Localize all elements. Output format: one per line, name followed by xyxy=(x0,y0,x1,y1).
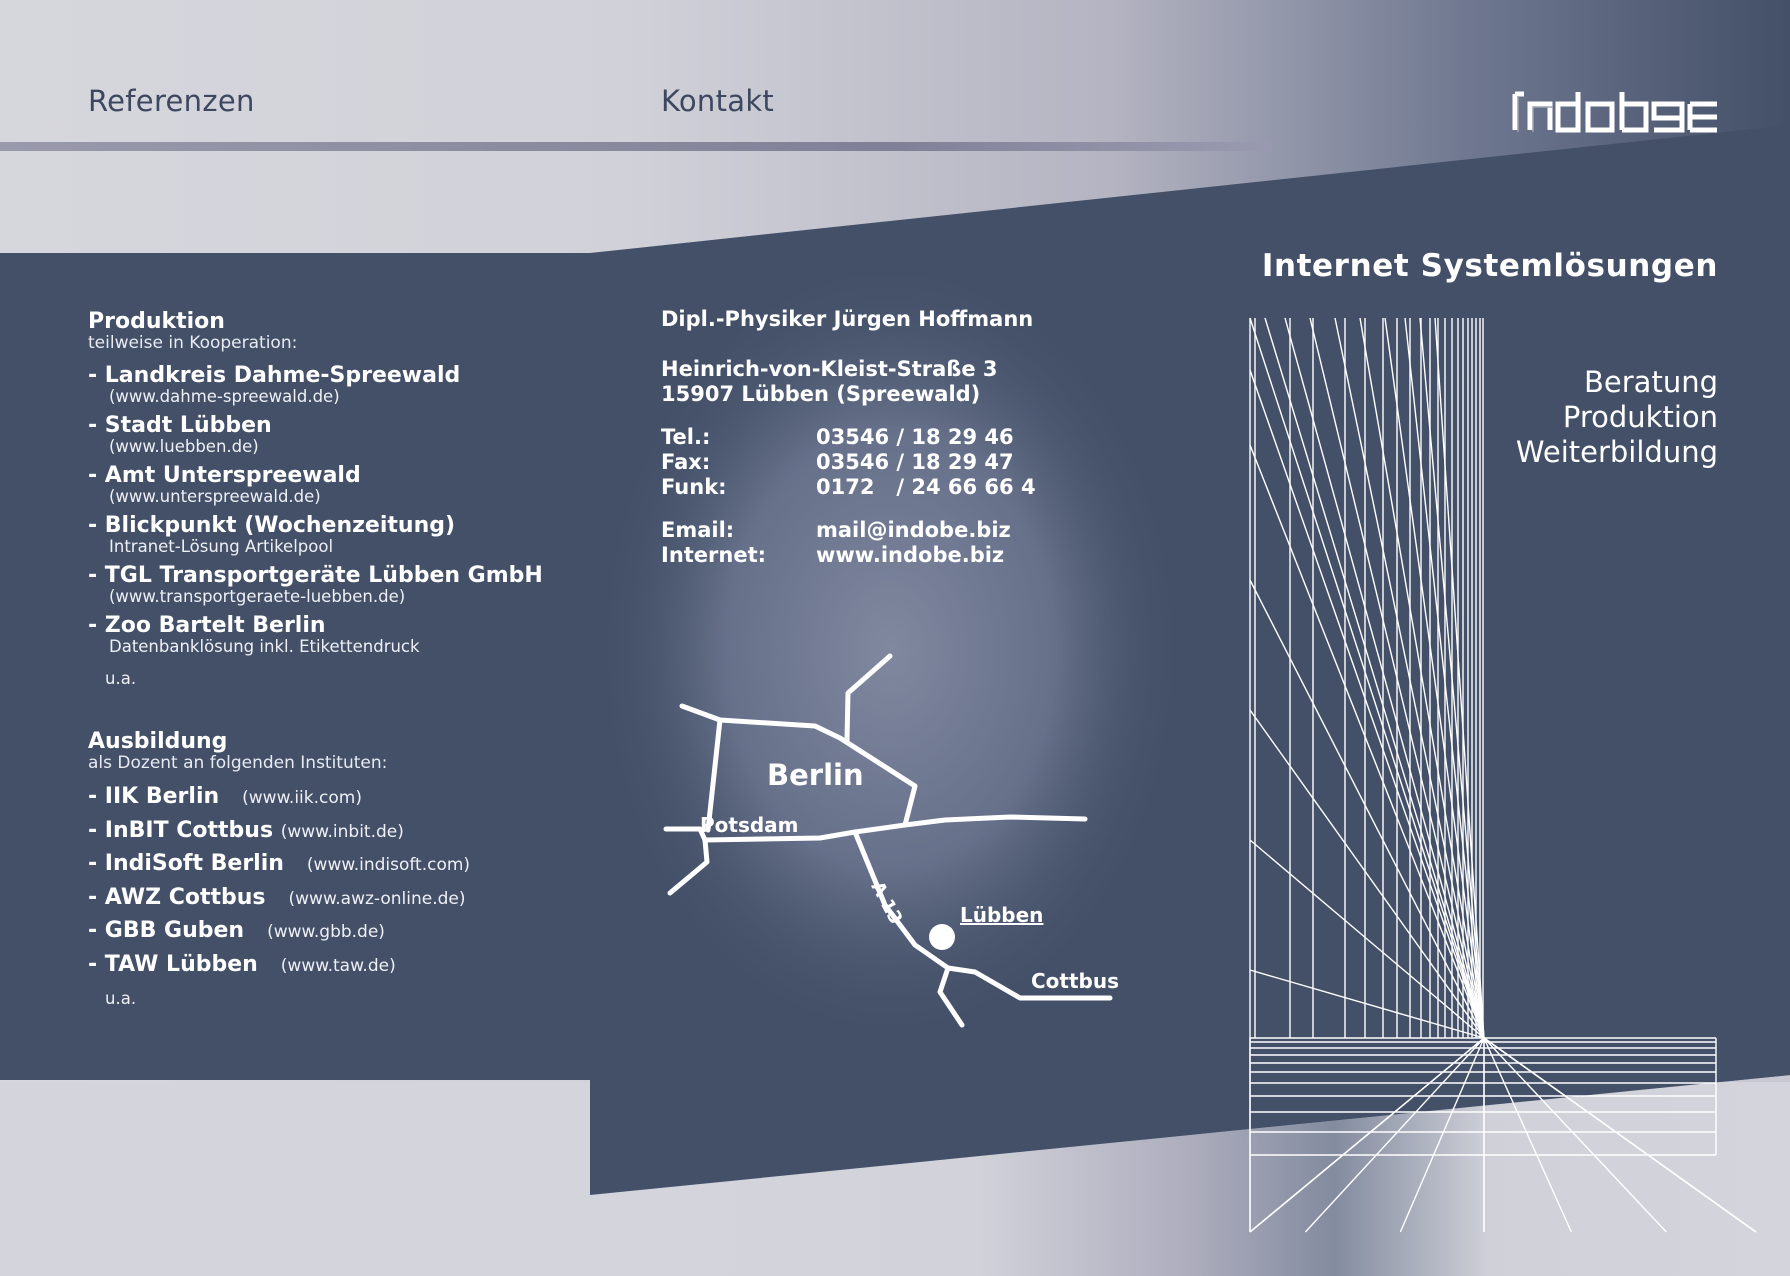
tagline: Internet Systemlösungen xyxy=(1261,248,1718,284)
contact-website-row: Internet: www.indobe.biz xyxy=(661,543,1036,568)
produktion-item-detail[interactable]: (www.unterspreewald.de) xyxy=(109,487,321,506)
produktion-item-name: - TGL Transportgeräte Lübben GmbH xyxy=(88,563,543,588)
ausbildung-item: - AWZ Cottbus (www.awz-online.de) xyxy=(88,884,608,920)
service-item: Beratung xyxy=(1584,365,1718,399)
ausbildung-section: Ausbildung als Dozent an folgenden Insti… xyxy=(88,730,608,1008)
produktion-item-name: - Zoo Bartelt Berlin xyxy=(88,613,326,638)
ausbildung-item-url[interactable]: (www.gbb.de) xyxy=(267,922,385,942)
contact-block: Dipl.-Physiker Jürgen Hoffmann Heinrich-… xyxy=(661,307,1036,568)
ausbildung-item-url[interactable]: (www.inbit.de) xyxy=(280,821,404,842)
ausbildung-item-name: - IndiSoft Berlin xyxy=(88,851,284,876)
perspective-grid-graphic xyxy=(1249,317,1757,1233)
produktion-item: - TGL Transportgeräte Lübben GmbH (www.t… xyxy=(88,564,608,614)
ausbildung-item-url[interactable]: (www.taw.de) xyxy=(280,955,396,976)
nav-referenzen[interactable]: Referenzen xyxy=(88,84,255,118)
produktion-item-detail[interactable]: (www.dahme-spreewald.de) xyxy=(109,387,340,406)
produktion-etc: u.a. xyxy=(105,669,137,688)
ausbildung-item-url[interactable]: (www.iik.com) xyxy=(242,788,362,808)
produktion-item: - Amt Unterspreewald (www.unterspreewald… xyxy=(88,464,608,514)
produktion-item-name: - Amt Unterspreewald xyxy=(88,463,361,488)
contact-email-label: Email: xyxy=(661,518,735,542)
ausbildung-item: - InBIT Cottbus (www.inbit.de) xyxy=(88,817,608,853)
ausbildung-title: Ausbildung xyxy=(88,729,228,754)
luebben-location-dot xyxy=(929,924,955,950)
produktion-item: - Blickpunkt (Wochenzeitung) Intranet-Lö… xyxy=(88,514,608,564)
contact-fax-row: Fax: 03546 / 18 29 47 xyxy=(661,450,1036,475)
produktion-item-name: - Stadt Lübben xyxy=(88,413,272,438)
contact-mobile-row: Funk: 0172 / 24 66 66 4 xyxy=(661,475,1036,500)
contact-mobile-value[interactable]: 0172 / 24 66 66 4 xyxy=(816,475,1036,499)
contact-website-link[interactable]: www.indobe.biz xyxy=(816,543,1005,567)
produktion-item-detail[interactable]: (www.luebben.de) xyxy=(109,437,259,456)
map-label-cottbus: Cottbus xyxy=(1031,969,1119,993)
contact-name: Dipl.-Physiker Jürgen Hoffmann xyxy=(661,307,1034,331)
ausbildung-item-url[interactable]: (www.awz-online.de) xyxy=(288,888,466,909)
map-label-luebben: Lübben xyxy=(960,903,1043,927)
services-list: Beratung Produktion Weiterbildung xyxy=(1516,365,1718,470)
produktion-item-detail: Datenbanklösung inkl. Etikettendruck xyxy=(109,637,420,656)
ausbildung-item-name: - InBIT Cottbus xyxy=(88,817,274,843)
map-label-potsdam: Potsdam xyxy=(700,813,799,837)
ausbildung-item-name: - GBB Guben xyxy=(88,918,245,943)
produktion-section: Produktion teilweise in Kooperation: - L… xyxy=(88,310,608,688)
produktion-item-detail: Intranet-Lösung Artikelpool xyxy=(109,537,334,556)
produktion-item: - Zoo Bartelt Berlin Datenbanklösung ink… xyxy=(88,614,608,664)
contact-street: Heinrich-von-Kleist-Straße 3 xyxy=(661,357,998,381)
ausbildung-item-name: - TAW Lübben xyxy=(88,951,258,977)
contact-phone-row: Tel.: 03546 / 18 29 46 xyxy=(661,425,1036,450)
ausbildung-item: - IndiSoft Berlin (www.indisoft.com) xyxy=(88,852,608,886)
produktion-item-detail[interactable]: (www.transportgeraete-luebben.de) xyxy=(109,587,406,606)
portrait-photo xyxy=(590,250,1190,1050)
contact-mobile-label: Funk: xyxy=(661,475,727,499)
contact-email-link[interactable]: mail@indobe.biz xyxy=(816,518,1011,542)
ausbildung-item-name: - IIK Berlin xyxy=(88,784,220,809)
ausbildung-subtitle: als Dozent an folgenden Instituten: xyxy=(88,753,388,773)
service-item: Produktion xyxy=(1562,400,1718,434)
ausbildung-item-url[interactable]: (www.indisoft.com) xyxy=(306,855,471,875)
map-label-berlin: Berlin xyxy=(767,758,864,792)
ausbildung-item: - GBB Guben (www.gbb.de) xyxy=(88,919,608,953)
contact-fax-label: Fax: xyxy=(661,450,711,474)
produktion-item-name: - Blickpunkt (Wochenzeitung) xyxy=(88,513,456,538)
ausbildung-item: - TAW Lübben (www.taw.de) xyxy=(88,951,608,987)
produktion-title: Produktion xyxy=(88,309,225,334)
contact-fax-value: 03546 / 18 29 47 xyxy=(816,450,1014,474)
produktion-subtitle: teilweise in Kooperation: xyxy=(88,333,298,353)
service-item: Weiterbildung xyxy=(1515,435,1718,469)
ausbildung-item-name: - AWZ Cottbus xyxy=(88,884,266,910)
contact-city: 15907 Lübben (Spreewald) xyxy=(661,382,981,406)
contact-email-row: Email: mail@indobe.biz xyxy=(661,518,1036,543)
ausbildung-item: - IIK Berlin (www.iik.com) xyxy=(88,785,608,819)
route-map xyxy=(663,653,1113,1028)
contact-website-label: Internet: xyxy=(661,543,767,567)
produktion-item-name: - Landkreis Dahme-Spreewald xyxy=(88,363,461,388)
produktion-item: - Stadt Lübben (www.luebben.de) xyxy=(88,414,608,464)
indobe-logo xyxy=(1512,91,1717,133)
produktion-item: - Landkreis Dahme-Spreewald (www.dahme-s… xyxy=(88,364,608,414)
ausbildung-etc: u.a. xyxy=(105,989,137,1008)
contact-phone-label: Tel.: xyxy=(661,425,711,449)
nav-kontakt[interactable]: Kontakt xyxy=(661,84,775,118)
contact-phone-value[interactable]: 03546 / 18 29 46 xyxy=(816,425,1014,449)
